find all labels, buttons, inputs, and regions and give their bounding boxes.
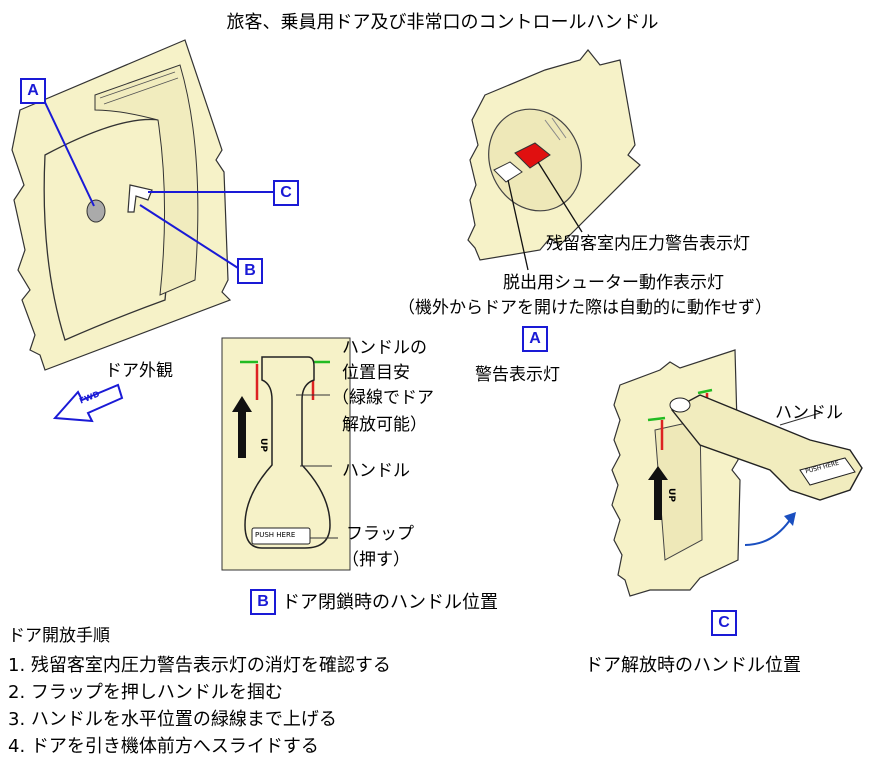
- door-exterior-illustration: [11, 39, 275, 423]
- procedure-step: 3. ハンドルを水平位置の緑線まで上げる: [8, 709, 337, 730]
- slide-status-light: [493, 161, 523, 183]
- guide-label-line2: 位置目安: [342, 363, 410, 383]
- panel-a-illustration: [467, 49, 641, 271]
- procedure-step: 1. 残留客室内圧力警告表示灯の消灯を確認する: [8, 655, 391, 676]
- push-here-text-b: PUSH HERE: [255, 531, 296, 539]
- marker-b-panel: B: [250, 589, 276, 615]
- panel-c-caption: ドア解放時のハンドル位置: [585, 655, 801, 676]
- pressure-indicator-window: [86, 199, 106, 223]
- up-text-b: UP: [257, 438, 268, 452]
- marker-a-door: A: [20, 78, 46, 104]
- handle-label-c: ハンドル: [775, 403, 843, 423]
- guide-label-line3: （緑線でドア: [332, 388, 434, 408]
- panel-b-illustration: [221, 337, 351, 571]
- guide-label-line1: ハンドルの: [342, 338, 427, 358]
- procedure-step: 2. フラップを押しハンドルを掴む: [8, 682, 283, 703]
- marker-b-door: B: [237, 258, 263, 284]
- flap-label-line1: フラップ: [346, 524, 414, 544]
- fwd-arrow: [52, 383, 124, 423]
- marker-c-panel: C: [711, 610, 737, 636]
- marker-c-door: C: [273, 180, 299, 206]
- panel-c-illustration: [611, 349, 863, 597]
- handle-label-b: ハンドル: [342, 461, 410, 481]
- slide-light-note: （機外からドアを開けた際は自動的に動作せず）: [398, 298, 772, 318]
- door-view-caption: ドア外観: [105, 361, 173, 381]
- procedure-title: ドア開放手順: [8, 626, 110, 646]
- page-title: 旅客、乗員用ドア及び非常口のコントロールハンドル: [226, 12, 659, 33]
- slide-light-label: 脱出用シューター動作表示灯: [503, 273, 724, 293]
- panel-b-caption: ドア閉鎖時のハンドル位置: [282, 592, 498, 613]
- rotation-arrow: [744, 519, 791, 546]
- door-handle-shape: [127, 184, 153, 213]
- pressure-warning-light: [514, 142, 551, 169]
- flap-label-line2: （押す）: [342, 550, 410, 570]
- up-arrow: [648, 466, 668, 520]
- up-arrow: [232, 396, 252, 458]
- up-text-c: UP: [665, 488, 676, 502]
- panel-a-caption: 警告表示灯: [475, 365, 560, 385]
- pressure-light-label: 残留客室内圧力警告表示灯: [546, 234, 750, 254]
- guide-label-line4: 解放可能）: [342, 415, 427, 435]
- procedure-step: 4. ドアを引き機体前方へスライドする: [8, 736, 319, 757]
- marker-a-panel: A: [522, 326, 548, 352]
